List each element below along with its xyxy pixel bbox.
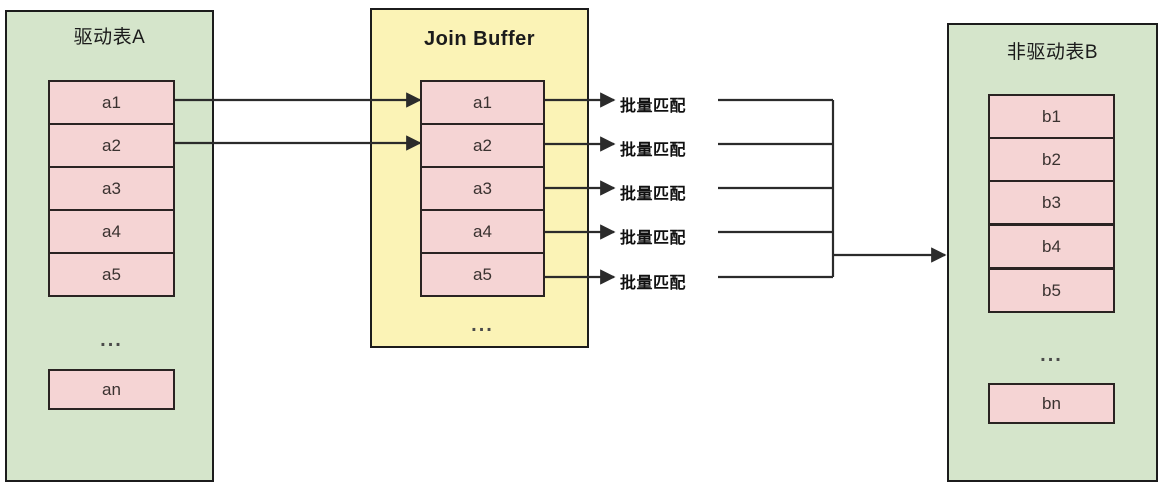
non-driving-table-rows: b1 b2 b3 b4 b5 xyxy=(988,94,1115,314)
list-item: a2 xyxy=(420,123,545,168)
list-item: a2 xyxy=(48,123,175,168)
join-buffer-rows: a1 a2 a3 a4 a5 xyxy=(420,80,545,298)
list-item: a5 xyxy=(48,252,175,297)
batch-match-label-4: 批量匹配 xyxy=(620,230,687,247)
batch-match-label-1: 批量匹配 xyxy=(620,98,687,115)
list-item: b1 xyxy=(988,94,1115,139)
list-item: b4 xyxy=(988,224,1115,269)
driving-table-rows: a1 a2 a3 a4 a5 xyxy=(48,80,175,298)
list-item: a5 xyxy=(420,252,545,297)
list-item: a4 xyxy=(48,209,175,254)
batch-match-label-5: 批量匹配 xyxy=(620,275,687,292)
non-driving-table-title: 非驱动表B xyxy=(1006,42,1099,63)
batch-match-label-3: 批量匹配 xyxy=(620,186,687,203)
batch-match-label-2: 批量匹配 xyxy=(620,142,687,159)
join-buffer-title: Join Buffer xyxy=(423,28,536,50)
non-driving-table-ellipsis: ... xyxy=(1040,344,1063,366)
driving-table-ellipsis: ... xyxy=(100,329,123,351)
list-item: a1 xyxy=(48,80,175,125)
driving-table-last-row: an xyxy=(48,369,175,410)
list-item: a3 xyxy=(48,166,175,211)
list-item: a4 xyxy=(420,209,545,254)
list-item: a1 xyxy=(420,80,545,125)
non-driving-table-last-row: bn xyxy=(988,383,1115,424)
list-item: a3 xyxy=(420,166,545,211)
driving-table-title: 驱动表A xyxy=(73,27,146,48)
list-item: b2 xyxy=(988,137,1115,182)
list-item: b3 xyxy=(988,180,1115,225)
join-buffer-ellipsis: ... xyxy=(471,314,494,336)
list-item: b5 xyxy=(988,268,1115,313)
